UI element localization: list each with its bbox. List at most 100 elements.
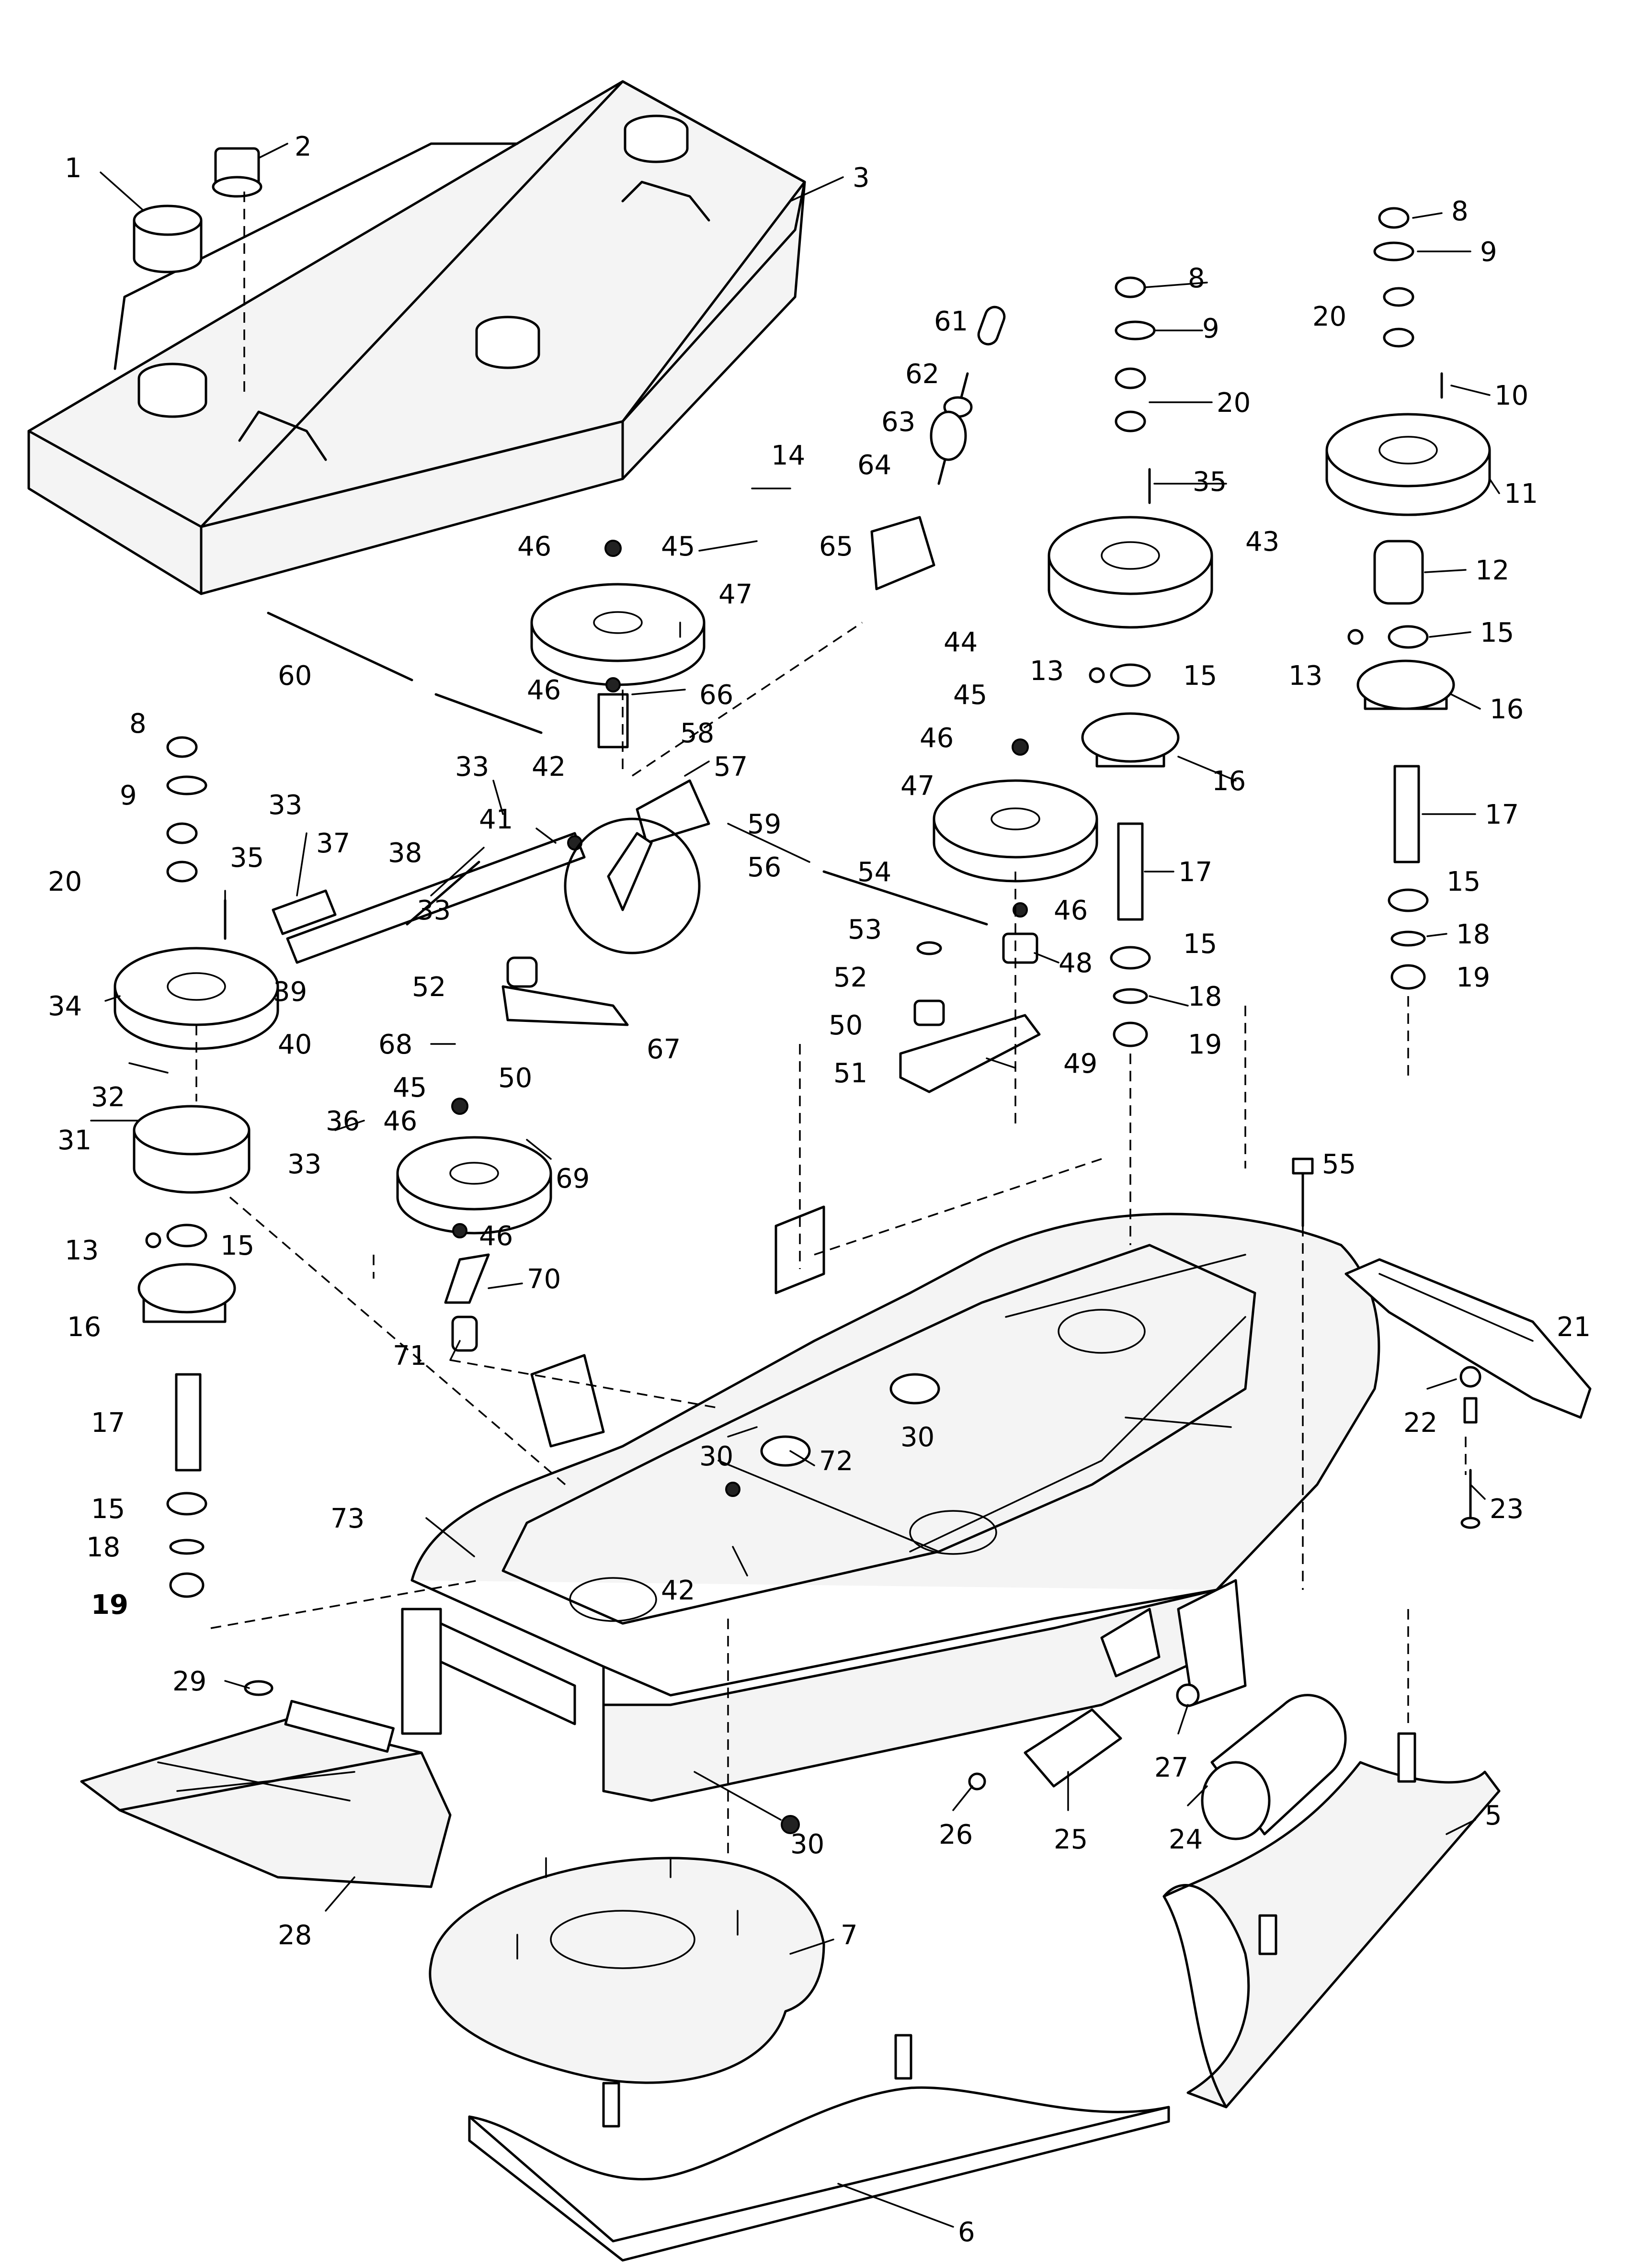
- callout-46: 46: [1054, 895, 1088, 926]
- callout-5: 5: [1485, 1800, 1502, 1831]
- idler-hardware: [444, 540, 1041, 1352]
- mower-deck: [401, 1205, 1380, 1802]
- callout-15: 15: [220, 1230, 254, 1261]
- callout-20: 20: [48, 866, 82, 897]
- discharge-chute: [80, 1700, 452, 1888]
- callout-2: 2: [295, 131, 312, 162]
- control-rods: [267, 612, 988, 926]
- callout-68: 68: [378, 1029, 412, 1060]
- callout-15: 15: [1183, 660, 1217, 692]
- callout-17: 17: [91, 1407, 125, 1439]
- roller-part-24: [1201, 1694, 1347, 1840]
- callout-56: 56: [747, 852, 781, 883]
- callout-14: 14: [771, 440, 805, 471]
- callout-28: 28: [278, 1920, 312, 1951]
- callout-15: 15: [1480, 617, 1514, 648]
- callout-30: 30: [900, 1422, 934, 1453]
- callout-40: 40: [278, 1029, 312, 1060]
- callout-labels: 1 2 3 5 6 7 8 8 8 9 9 9 10 11 12 13 13 1…: [48, 131, 1591, 2248]
- callout-18: 18: [1456, 919, 1490, 950]
- callout-35: 35: [1193, 466, 1227, 498]
- callout-46: 46: [920, 723, 954, 754]
- callout-45: 45: [953, 680, 987, 711]
- callout-leaders: [90, 143, 1500, 2228]
- callout-15: 15: [1183, 929, 1217, 960]
- callout-23: 23: [1490, 1494, 1524, 1525]
- callout-18: 18: [86, 1532, 120, 1563]
- callout-9: 9: [1202, 313, 1219, 344]
- callout-39: 39: [273, 976, 307, 1008]
- callout-19: 19: [1456, 962, 1490, 993]
- callout-37: 37: [316, 828, 350, 859]
- callout-32: 32: [91, 1082, 125, 1113]
- callout-19: 19: [91, 1589, 128, 1621]
- callout-71: 71: [393, 1340, 427, 1372]
- callout-38: 38: [388, 838, 422, 869]
- callout-34: 34: [48, 991, 82, 1022]
- callout-30: 30: [790, 1829, 824, 1860]
- callout-57: 57: [714, 751, 748, 782]
- callout-70: 70: [527, 1264, 561, 1295]
- callout-45: 45: [661, 531, 695, 562]
- callout-50: 50: [829, 1010, 863, 1041]
- callout-67: 67: [647, 1034, 681, 1065]
- callout-11: 11: [1504, 478, 1538, 510]
- callout-20: 20: [1312, 301, 1346, 332]
- callout-24: 24: [1169, 1824, 1203, 1855]
- callout-72: 72: [819, 1446, 853, 1477]
- callout-16: 16: [1212, 766, 1246, 797]
- callout-19: 19: [1188, 1029, 1222, 1060]
- callout-29: 29: [172, 1666, 206, 1697]
- callout-50: 50: [498, 1063, 532, 1094]
- callout-22: 22: [1403, 1407, 1437, 1439]
- callout-8: 8: [1451, 196, 1469, 227]
- callout-62: 62: [905, 359, 939, 390]
- callout-63: 63: [881, 407, 915, 438]
- callout-18: 18: [1188, 981, 1222, 1012]
- callout-52: 52: [412, 972, 446, 1003]
- assembly-lines: [195, 622, 1467, 1858]
- callout-65: 65: [819, 531, 853, 562]
- callout-64: 64: [857, 450, 891, 481]
- callout-9: 9: [120, 780, 137, 811]
- callout-15: 15: [91, 1494, 125, 1525]
- misc-hardware: [145, 629, 1364, 1834]
- callout-8: 8: [129, 708, 147, 739]
- callout-49: 49: [1063, 1048, 1097, 1079]
- callout-33: 33: [268, 790, 302, 821]
- front-baffle: [468, 2034, 1170, 2262]
- callout-47: 47: [718, 579, 752, 610]
- callout-69: 69: [556, 1163, 590, 1194]
- callout-42: 42: [532, 751, 566, 782]
- callout-27: 27: [1154, 1752, 1188, 1783]
- callout-53: 53: [848, 914, 882, 945]
- callout-51: 51: [833, 1058, 867, 1089]
- center-spindle-assembly: [1048, 276, 1213, 1047]
- callout-45: 45: [393, 1072, 427, 1103]
- callout-21: 21: [1557, 1312, 1591, 1343]
- top-cover: [27, 80, 806, 595]
- callout-60: 60: [278, 660, 312, 692]
- callout-33: 33: [455, 751, 489, 782]
- callout-33: 33: [417, 895, 451, 926]
- bolt-part-55: [1292, 1157, 1314, 1227]
- callout-66: 66: [699, 680, 733, 711]
- callout-13: 13: [1288, 660, 1322, 692]
- left-spindle-assembly: [114, 736, 279, 1598]
- callout-26: 26: [939, 1819, 973, 1850]
- blade-bolt: [1459, 1366, 1481, 1529]
- dome-baffle: [429, 1857, 825, 2084]
- callout-59: 59: [747, 809, 781, 840]
- side-baffle: [1162, 1732, 1501, 2109]
- callout-12: 12: [1475, 555, 1509, 586]
- callout-58: 58: [680, 718, 714, 749]
- callout-36: 36: [326, 1106, 360, 1137]
- callout-55: 55: [1322, 1149, 1356, 1180]
- callout-10: 10: [1494, 380, 1528, 411]
- callout-16: 16: [1490, 694, 1524, 725]
- callout-31: 31: [57, 1125, 91, 1156]
- callout-17: 17: [1485, 799, 1519, 830]
- callout-73: 73: [330, 1503, 364, 1534]
